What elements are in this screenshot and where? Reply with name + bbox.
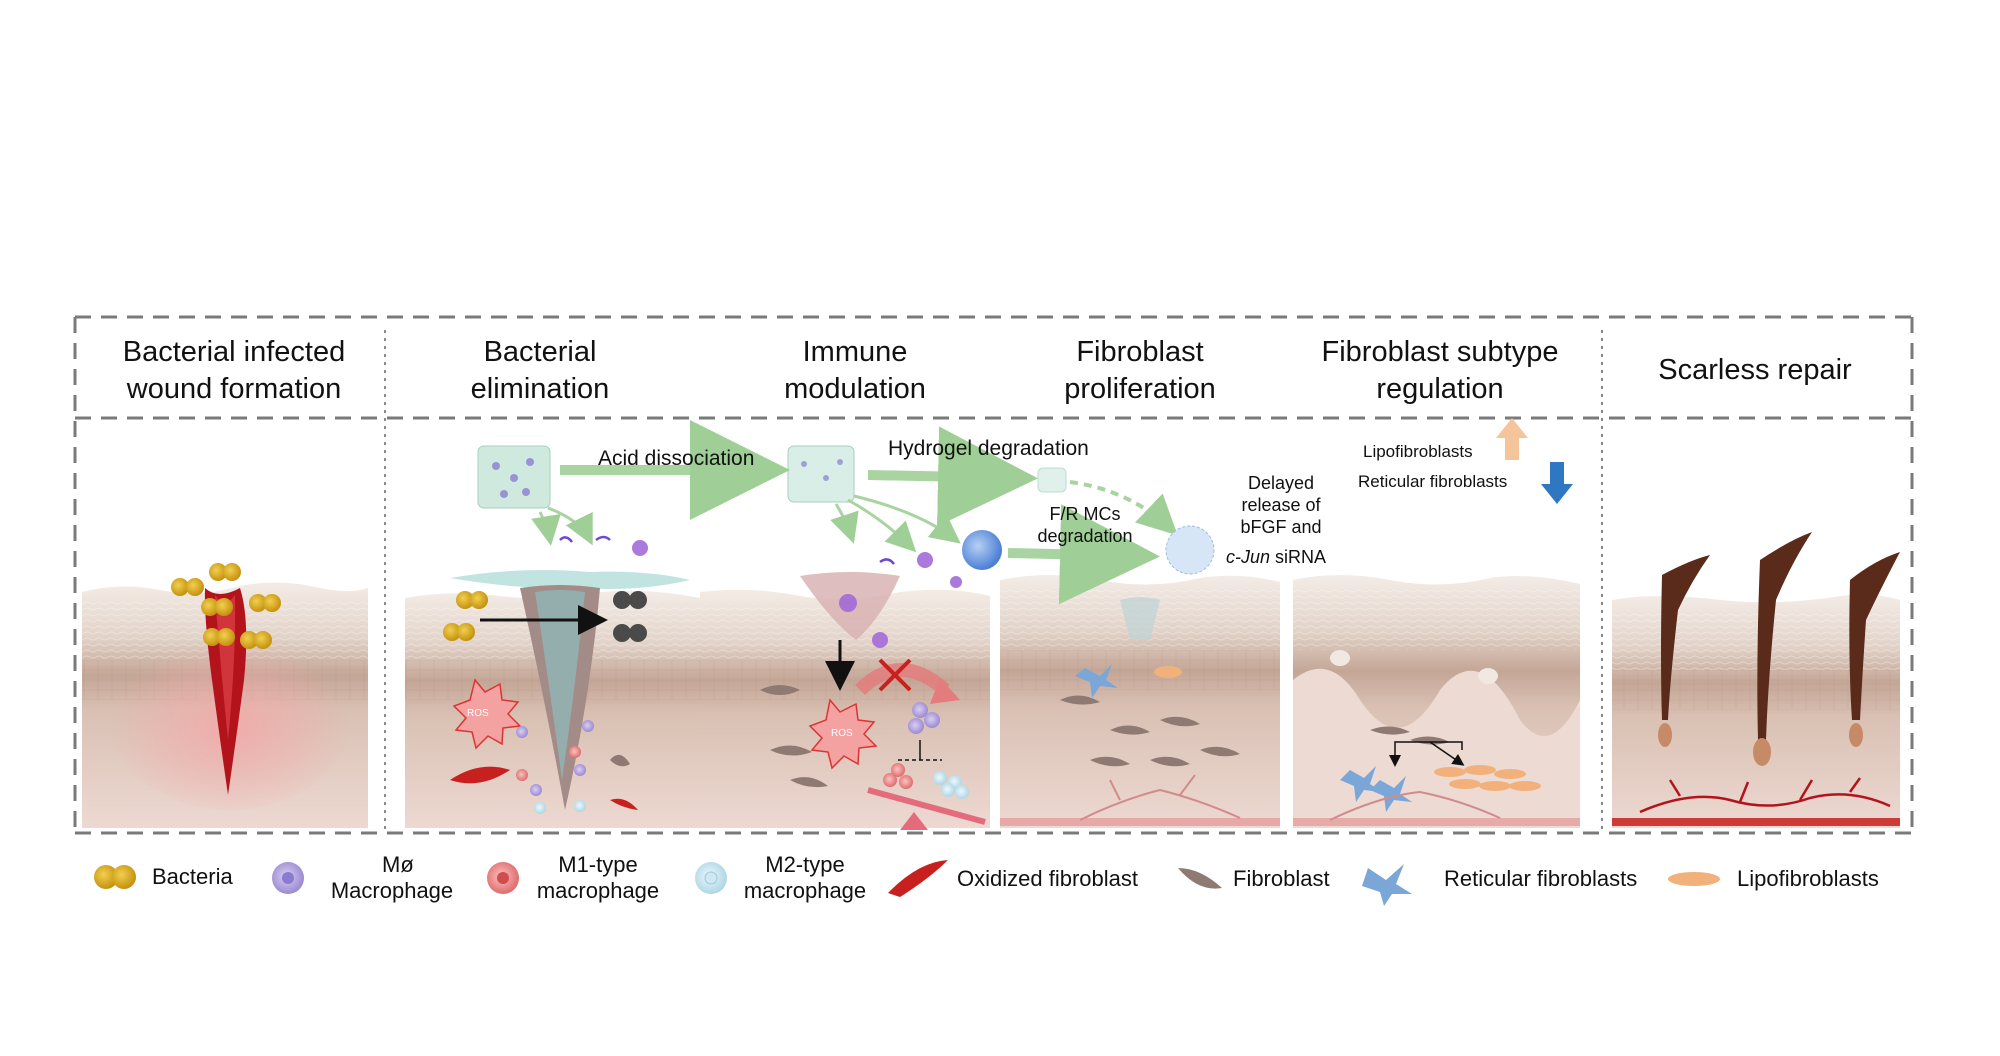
panel-infected-wound <box>82 582 368 828</box>
stage-title-immune: Immune modulation <box>784 336 926 405</box>
legend-fibroblast: Fibroblast <box>1233 866 1330 891</box>
label-acid-dissociation: Acid dissociation <box>598 447 755 470</box>
legend-m2: M2-type macrophage <box>735 852 875 904</box>
panel-scarless-repair <box>1612 532 1900 828</box>
fibroblast-icon <box>1178 868 1222 889</box>
arrow-up-icon <box>1496 418 1528 460</box>
hydrogel-layer <box>450 570 690 589</box>
stage-title-infected: Bacterial infected wound formation <box>122 336 346 405</box>
legend-bacteria: Bacteria <box>152 864 233 889</box>
stage-title-elimination: Bacterial elimination <box>470 336 610 405</box>
stage-title-scarless: Scarless repair <box>1658 354 1852 386</box>
legend-m1: M1-type macrophage <box>528 852 668 904</box>
panel-bacterial-elimination <box>405 570 700 828</box>
legend-m2-line1: M2-type <box>765 852 845 877</box>
stage-dividers <box>384 330 1603 830</box>
label-lipofibroblasts-up: Lipofibroblasts <box>1363 442 1473 461</box>
dashed-frame <box>73 315 1914 835</box>
legend-m1-line2: macrophage <box>536 878 660 903</box>
legend-icons <box>94 860 1720 906</box>
hydrogel-process <box>477 420 1215 648</box>
ros-burst <box>452 678 522 750</box>
legend-reticular: Reticular fibroblasts <box>1444 866 1638 891</box>
stage-title-subtype: Fibroblast subtype regulation <box>1321 336 1559 405</box>
lipofibroblast-icon <box>1668 872 1720 886</box>
cjun-text: c-Jun <box>1226 547 1271 567</box>
microcapsule <box>962 530 1002 570</box>
legend-mo-symbol: Mø <box>382 852 414 877</box>
m1-macrophage-icon <box>487 862 519 894</box>
label-hydrogel-degradation: Hydrogel degradation <box>888 437 1089 460</box>
sirna-text: siRNA <box>1270 547 1327 567</box>
label-cjun-sirna: c-Jun siRNA <box>1226 546 1326 568</box>
stage-title-proliferation: Fibroblast proliferation <box>1064 336 1216 405</box>
label-delayed-release: Delayed release of bFGF and <box>1240 473 1322 537</box>
legend-oxidized: Oxidized fibroblast <box>957 866 1138 891</box>
bacteria-clusters <box>171 563 488 649</box>
bacteria-icon <box>94 865 136 889</box>
ros-label: ROS <box>467 708 489 719</box>
m2-macrophage-icon <box>695 862 727 894</box>
legend-m2-line2: macrophage <box>743 878 867 903</box>
arrow-down-icon <box>1541 462 1573 504</box>
legend-macrophage: Mø Macrophage <box>322 852 462 904</box>
legend-mo-label: Macrophage <box>330 878 454 903</box>
label-reticular-down: Reticular fibroblasts <box>1358 472 1508 491</box>
legend-m1-line1: M1-type <box>558 852 638 877</box>
reticular-fibroblast-icon <box>1362 864 1412 906</box>
label-frmc-degradation: F/R MCs degradation <box>1037 504 1133 546</box>
macrophage-icon <box>272 862 304 894</box>
ros-label: ROS <box>831 728 853 739</box>
regulation-arrows <box>1496 418 1573 504</box>
oxidized-fibroblast-icon <box>888 860 948 897</box>
panel-fibroblast-subtype <box>1293 575 1580 828</box>
panel-fibroblast-proliferation <box>1000 575 1280 828</box>
legend-lipo: Lipofibroblasts <box>1737 866 1879 891</box>
